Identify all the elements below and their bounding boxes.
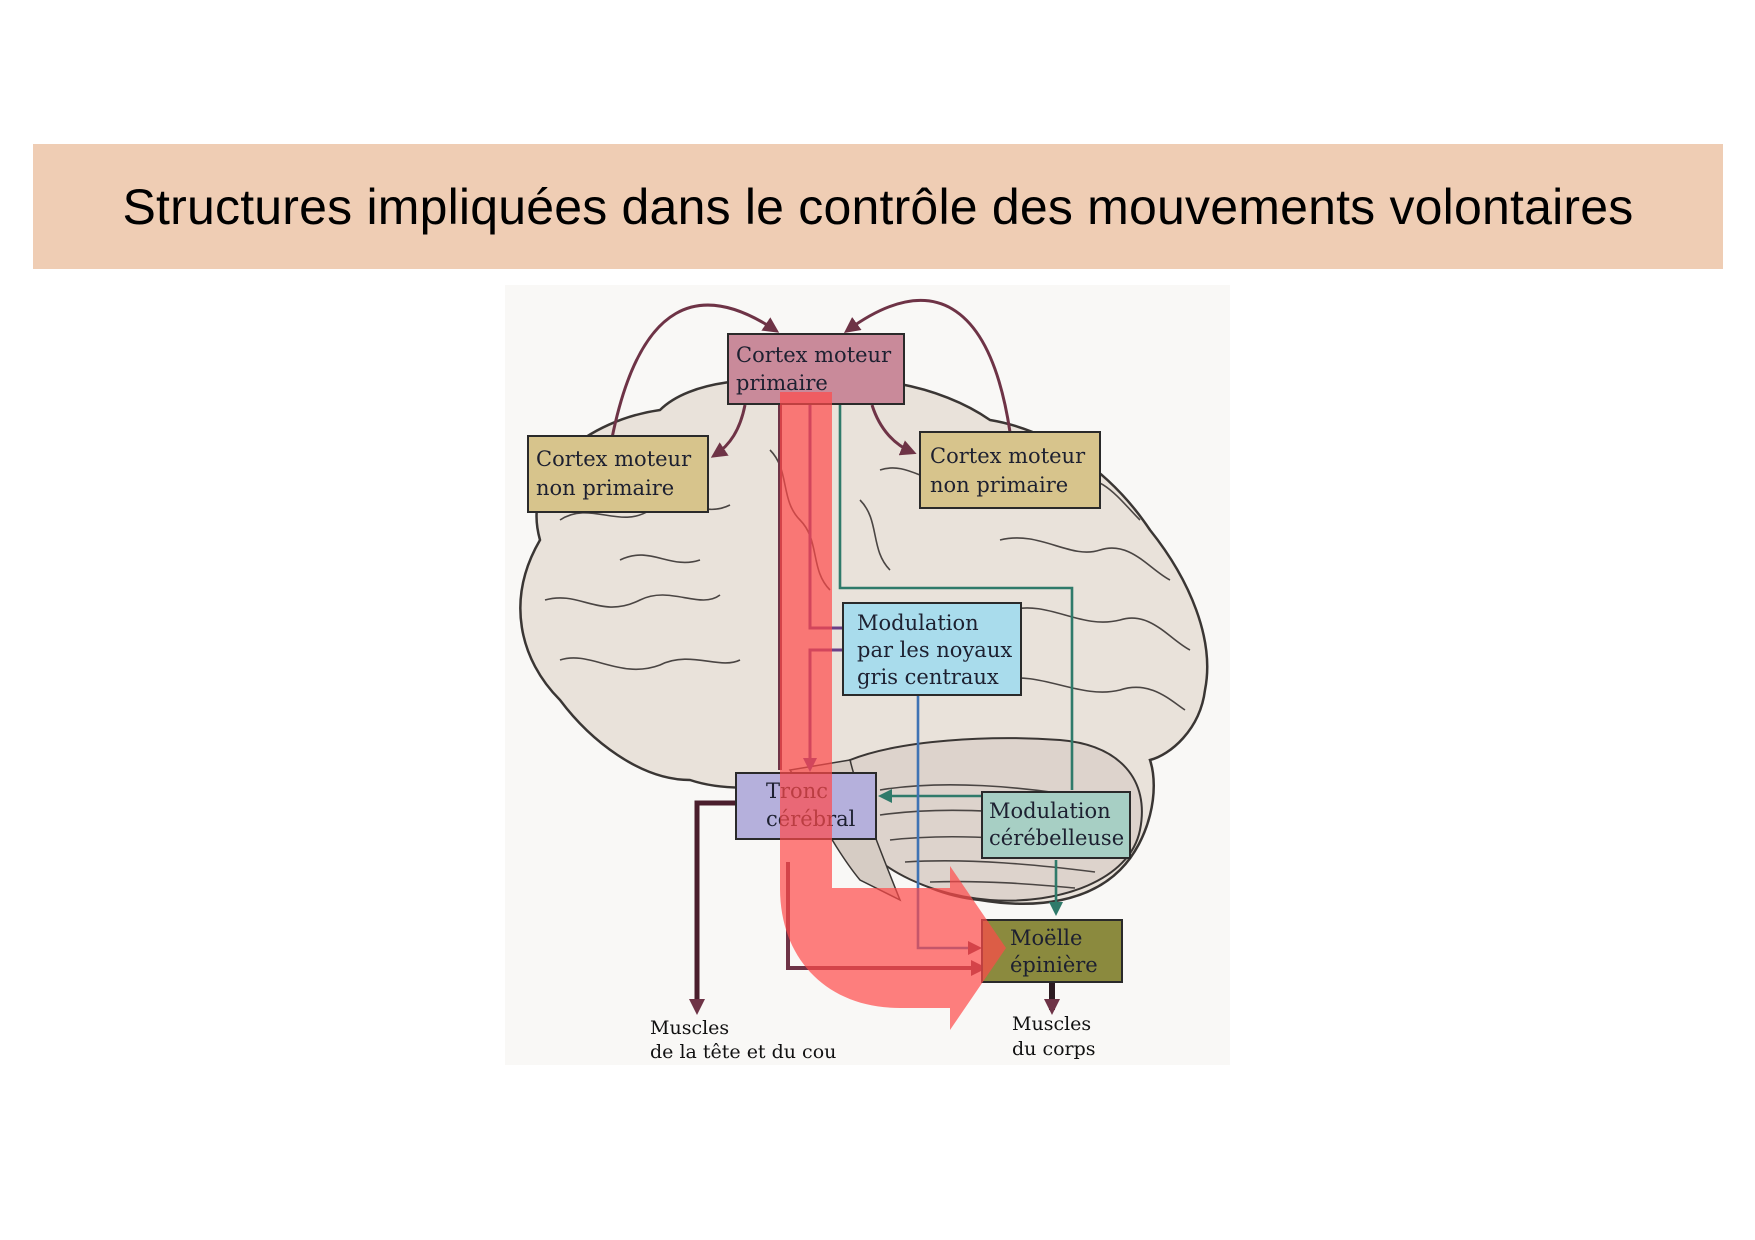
arrow-brainstem-to-head-muscles xyxy=(689,800,735,1015)
box-basal-ganglia-line3: gris centraux xyxy=(857,665,999,689)
box-primary-motor-cortex-line2: primaire xyxy=(736,371,828,395)
arrow-nonprimary-left-to-primary xyxy=(610,303,780,439)
box-cerebellum: Modulation cérébelleuse xyxy=(981,791,1131,859)
box-basal-ganglia-line1: Modulation xyxy=(857,611,979,635)
box-basal-ganglia-bg xyxy=(842,602,1022,696)
arrow-cerebellum-to-cortex xyxy=(833,391,1074,790)
main-pathway-arrow xyxy=(780,392,1006,1030)
title-banner: Structures impliquées dans le contrôle d… xyxy=(33,144,1723,269)
label-head-neck-muscles-line1: Muscles xyxy=(650,1017,729,1039)
box-nonprimary-right-bg xyxy=(919,431,1101,509)
page-title: Structures impliquées dans le contrôle d… xyxy=(122,178,1634,235)
box-spinal-cord-bg xyxy=(981,919,1123,983)
label-body-muscles-line1: Muscles xyxy=(1012,1013,1091,1035)
arrow-primary-to-nonprimary-left xyxy=(710,404,747,458)
box-spinal-cord-line1: Moëlle xyxy=(1010,926,1082,950)
box-spinal-cord-line2: épinière xyxy=(1010,953,1098,977)
cerebellar-loop xyxy=(833,391,1074,916)
box-cerebellum-bg xyxy=(981,791,1131,859)
box-primary-motor-cortex-line1: Cortex moteur xyxy=(736,343,892,367)
box-cerebellum-line1: Modulation xyxy=(989,799,1111,823)
box-nonprimary-right-line2: non primaire xyxy=(930,473,1068,497)
cortical-connections xyxy=(610,298,1012,458)
arrow-nonprimary-right-to-primary xyxy=(843,298,1012,433)
box-nonprimary-right-line1: Cortex moteur xyxy=(930,444,1086,468)
box-nonprimary-left-bg xyxy=(527,435,709,513)
arrow-primary-to-nonprimary-right xyxy=(870,404,917,456)
box-nonprimary-left-line1: Cortex moteur xyxy=(536,447,692,471)
box-nonprimary-left-line2: non primaire xyxy=(536,476,674,500)
box-nonprimary-right: Cortex moteur non primaire xyxy=(919,431,1101,509)
box-spinal-cord: Moëlle épinière xyxy=(981,919,1123,983)
label-head-neck-muscles: Muscles de la tête et du cou xyxy=(650,1017,836,1063)
box-nonprimary-left: Cortex moteur non primaire xyxy=(527,435,709,513)
label-body-muscles: Muscles du corps xyxy=(1012,1013,1096,1060)
box-cerebellum-line2: cérébelleuse xyxy=(989,826,1124,850)
box-basal-ganglia: Modulation par les noyaux gris centraux xyxy=(842,602,1022,696)
label-body-muscles-line2: du corps xyxy=(1012,1038,1096,1060)
box-basal-ganglia-line2: par les noyaux xyxy=(857,638,1012,662)
label-head-neck-muscles-line2: de la tête et du cou xyxy=(650,1041,836,1063)
